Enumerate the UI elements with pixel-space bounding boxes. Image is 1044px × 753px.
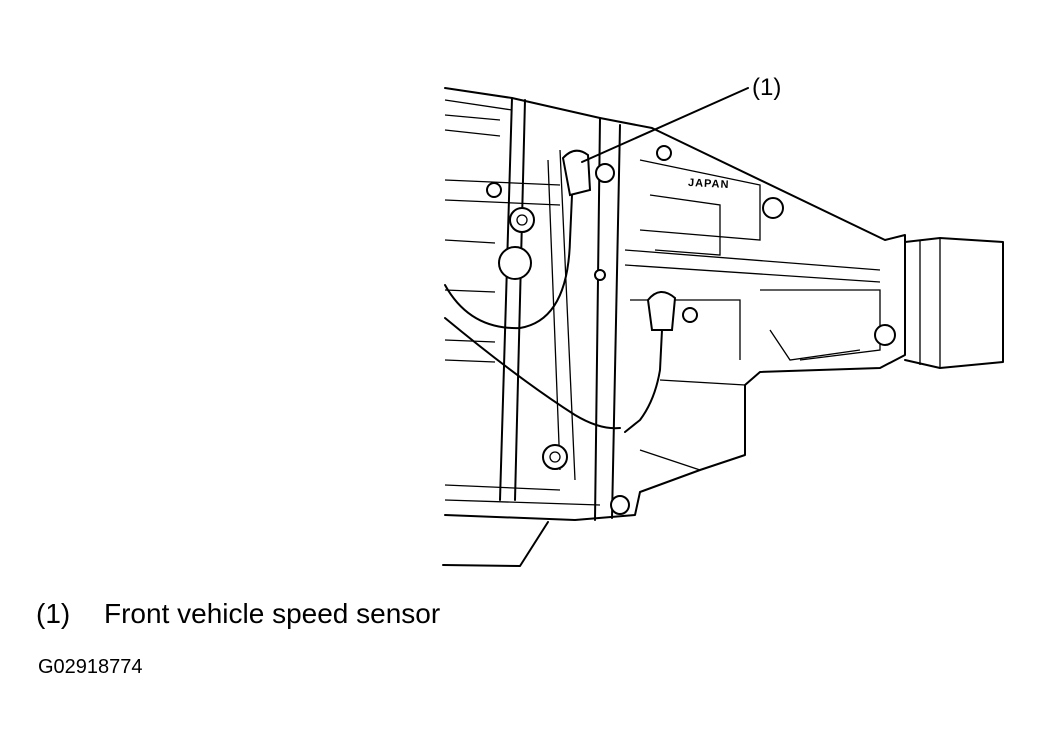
front-speed-sensor [561, 149, 592, 197]
sensor-harness [444, 194, 573, 330]
bolt [486, 182, 502, 198]
bolt [762, 197, 784, 219]
figure-id: G02918774 [38, 656, 143, 678]
callout-leader-line [581, 87, 749, 163]
output-shaft [904, 237, 1004, 369]
callout-label-1: (1) [752, 74, 782, 101]
bolt [509, 207, 535, 233]
bolt [682, 307, 698, 323]
bolt [874, 324, 896, 346]
housing-stamp: JAPAN [687, 176, 730, 192]
legend-text: Front vehicle speed sensor [104, 598, 441, 629]
legend-item: (1) Front vehicle speed sensor [36, 598, 440, 630]
legend-number: (1) [36, 598, 71, 629]
rear-speed-sensor [646, 291, 677, 331]
bolt [594, 269, 606, 281]
transmission-housing-outline [444, 87, 906, 521]
bolt [595, 163, 615, 183]
bolt [542, 444, 568, 470]
casting-ribs [444, 99, 601, 506]
bolt [656, 145, 672, 161]
bolt [610, 495, 630, 515]
housing-flange [499, 97, 621, 521]
rear-housing-details [624, 159, 881, 471]
bolt [498, 246, 532, 280]
